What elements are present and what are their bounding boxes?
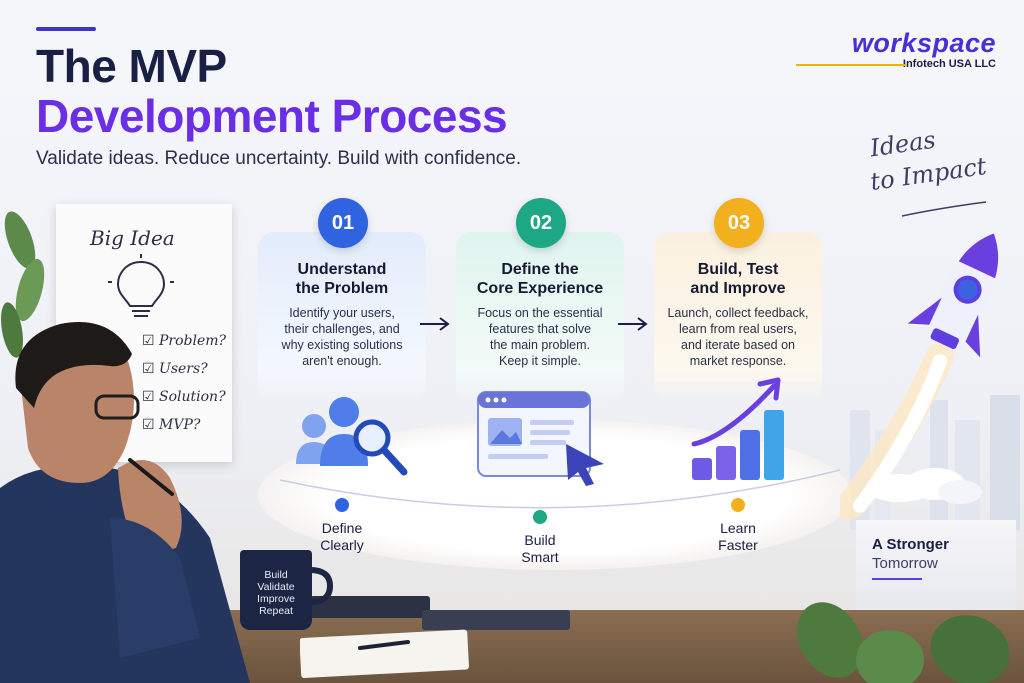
stage-label-1: Define Clearly xyxy=(287,520,397,554)
stage-dot-3 xyxy=(731,498,745,512)
stage-label-line: Clearly xyxy=(320,537,364,553)
stage-label-2: Build Smart xyxy=(485,532,595,566)
step-description-2: Focus on the essential features that sol… xyxy=(450,305,630,369)
checklist-item: ☑ Users? xyxy=(142,360,208,378)
checklist-item: ☑ MVP? xyxy=(142,416,200,434)
step-description-3: Launch, collect feedback, learn from rea… xyxy=(648,305,828,369)
step-number-badge-1: 01 xyxy=(318,198,368,248)
step-title-line: and Improve xyxy=(690,280,786,297)
pedestal-text-line1: A Stronger xyxy=(872,536,949,553)
step-title-line: Define the xyxy=(501,261,579,278)
step-desc-line: learn from real users, xyxy=(678,322,798,336)
desk-items xyxy=(300,596,570,679)
stage-arc-line xyxy=(279,469,841,509)
step-title-line: Understand xyxy=(297,261,387,278)
stage-label-line: Define xyxy=(321,520,363,536)
plant-decoration-left xyxy=(1,211,45,358)
checklist-label: Solution? xyxy=(159,389,226,405)
checklist-label: MVP? xyxy=(159,417,201,433)
rocket-icon xyxy=(840,233,999,520)
step-number-badge-2: 02 xyxy=(516,198,566,248)
step-card-3 xyxy=(654,232,822,402)
stage-label-3: Learn Faster xyxy=(683,520,793,554)
checklist-label: Users? xyxy=(159,361,208,377)
step-desc-line: Focus on the essential xyxy=(477,306,603,320)
lightbulb-icon xyxy=(108,254,174,317)
step-desc-line: market response. xyxy=(689,354,787,368)
step-description-1: Identify your users, their challenges, a… xyxy=(252,305,432,369)
browser-cursor-icon xyxy=(477,391,604,486)
stage-dot-1 xyxy=(335,498,349,512)
pedestal-text-line2: Tomorrow xyxy=(872,555,938,572)
stage-label-line: Smart xyxy=(521,549,559,565)
stage-dot-2 xyxy=(533,510,547,524)
handwriting-underline xyxy=(901,201,987,217)
checkbox-icon: ☑ xyxy=(142,417,155,433)
step-desc-line: Identify your users, xyxy=(289,306,395,320)
step-desc-line: and iterate based on xyxy=(681,338,795,352)
step-desc-line: why existing solutions xyxy=(281,338,403,352)
step-title-1: Understand the Problem xyxy=(252,260,432,298)
arrow-right-icon xyxy=(618,317,648,331)
person-thinking-illustration xyxy=(0,322,250,683)
whiteboard-title: Big Idea xyxy=(90,226,175,250)
checklist-item: ☑ Solution? xyxy=(142,388,226,406)
mug-text-line: Build xyxy=(264,569,288,581)
page-title-line2: Development Process xyxy=(36,90,508,142)
logo-company-name: Infotech USA LLC xyxy=(902,58,996,70)
stage-label-line: Learn xyxy=(720,520,756,536)
checkbox-icon: ☑ xyxy=(142,389,155,405)
logo-underline xyxy=(796,64,906,66)
step-title-line: Build, Test xyxy=(697,261,779,278)
step-title-3: Build, Test and Improve xyxy=(648,260,828,298)
mug-text: Build Validate Improve Repeat xyxy=(240,569,312,617)
mug-text-line: Validate xyxy=(257,581,295,593)
coffee-mug xyxy=(240,550,312,630)
checklist-label: Problem? xyxy=(159,333,227,349)
page-subtitle: Validate ideas. Reduce uncertainty. Buil… xyxy=(36,148,522,169)
mug-handle xyxy=(309,567,334,605)
stage-label-line: Faster xyxy=(718,537,758,553)
growth-chart-icon xyxy=(691,377,784,480)
stage-label-line: Build xyxy=(524,532,556,548)
arrow-right-icon xyxy=(420,317,450,331)
step-desc-line: their challenges, and xyxy=(284,322,400,336)
company-logo: workspace Infotech USA LLC xyxy=(796,28,996,70)
step-title-line: Core Experience xyxy=(476,280,604,297)
title-accent-bar xyxy=(36,27,96,31)
handwriting-ideas: Ideas xyxy=(868,125,938,163)
mug-text-line: Improve xyxy=(257,593,295,605)
step-title-2: Define the Core Experience xyxy=(450,260,630,298)
checkbox-icon: ☑ xyxy=(142,361,155,377)
step-desc-line: the main problem. xyxy=(489,338,591,352)
step-card-1 xyxy=(258,232,426,402)
step-desc-line: Keep it simple. xyxy=(499,354,581,368)
step-card-2 xyxy=(456,232,624,402)
step-title-line: the Problem xyxy=(295,280,389,297)
users-search-icon xyxy=(296,397,408,476)
logo-wordmark: workspace xyxy=(851,28,996,58)
mug-text-line: Repeat xyxy=(259,605,293,617)
pedestal-underline xyxy=(872,578,922,580)
step-desc-line: aren't enough. xyxy=(302,354,382,368)
checklist-item: ☑ Problem? xyxy=(142,332,226,350)
step-desc-line: features that solve xyxy=(488,322,592,336)
page-title-line1: The MVP xyxy=(36,40,227,92)
step-desc-line: Launch, collect feedback, xyxy=(667,306,809,320)
checkbox-icon: ☑ xyxy=(142,333,155,349)
plant-decoration-right xyxy=(797,602,1010,683)
step-number-badge-3: 03 xyxy=(714,198,764,248)
